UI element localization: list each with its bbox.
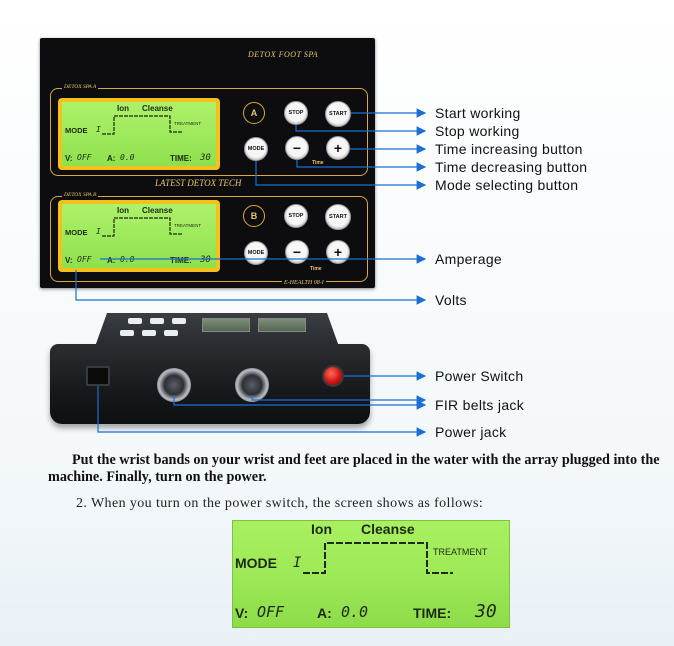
panel-title: DETOX FOOT SPA <box>248 50 319 59</box>
lcd-a-time-value: 30 <box>200 153 211 163</box>
channel-b-button[interactable]: B <box>243 205 265 227</box>
time-label-b: Time <box>310 266 322 272</box>
lcd-a-waveform <box>102 115 182 135</box>
lcd-a-v-value: OFF <box>77 153 92 162</box>
callout-amperage: Amperage <box>435 251 502 267</box>
time-minus-button-b[interactable]: − <box>285 240 309 264</box>
big-lcd-mode-value: I <box>293 555 302 571</box>
lcd-a-treatment: TREATMENT <box>174 121 202 126</box>
lcd-a-a-label: A: <box>107 154 116 163</box>
callout-mode-selecting: Mode selecting button <box>435 177 579 193</box>
big-lcd-a-label: A: <box>317 605 332 621</box>
callout-stop-working: Stop working <box>435 123 520 139</box>
device-key <box>142 330 156 336</box>
middle-label: LATEST DETOX TECH <box>155 178 242 188</box>
lcd-a-mode-value: I <box>96 125 101 134</box>
lcd-a: Ion Cleanse MODE I TREATMENT V: OFF A: 0… <box>58 98 220 170</box>
lcd-b-time-value: 30 <box>200 255 211 265</box>
time-plus-button-a[interactable]: + <box>326 136 350 160</box>
big-lcd-v-value: OFF <box>257 603 285 621</box>
lcd-b-treatment: TREATMENT <box>174 223 202 228</box>
mode-button-a[interactable]: MODE <box>244 137 268 161</box>
callout-fir-belts-jack: FIR belts jack <box>435 397 524 413</box>
power-jack[interactable] <box>86 366 110 386</box>
screen-illustration: Ion Cleanse MODE I TREATMENT V: OFF A: 0… <box>232 520 510 628</box>
callout-start-working: Start working <box>435 105 521 121</box>
time-plus-button-b[interactable]: + <box>326 240 350 264</box>
step-2-text: 2. When you turn on the power switch, th… <box>76 496 484 511</box>
section-a-frame <box>50 88 368 176</box>
lcd-a-mode-label: MODE <box>65 126 88 135</box>
section-b-label: DETOX SPA B <box>62 192 99 198</box>
time-label-a: Time <box>312 160 324 166</box>
model-label: E-HEALTH 08-I <box>282 280 326 286</box>
lcd-b-v-label: V: <box>65 256 73 265</box>
big-lcd-a-value: 0.0 <box>341 603 369 621</box>
lcd-b-cleanse: Cleanse <box>142 206 173 215</box>
big-lcd-mode-label: MODE <box>235 555 277 571</box>
lcd-a-time-label: TIME: <box>170 154 192 163</box>
callout-power-switch: Power Switch <box>435 368 524 384</box>
lcd-b-waveform <box>102 217 182 237</box>
stop-button-a[interactable]: STOP <box>284 101 308 125</box>
big-lcd-ion: Ion <box>311 521 332 537</box>
lcd-a-a-value: 0.0 <box>120 153 135 162</box>
lcd-a-ion: Ion <box>117 104 129 113</box>
lcd-b-mode-value: I <box>96 227 101 236</box>
device-key <box>172 318 186 324</box>
device-key <box>150 318 164 324</box>
start-button-a[interactable]: START <box>325 101 351 127</box>
big-lcd-time-label: TIME: <box>413 605 452 621</box>
big-lcd-treatment: TREATMENT <box>433 547 488 557</box>
device-key <box>128 318 142 324</box>
callout-time-increasing: Time increasing button <box>435 141 583 157</box>
lcd-a-v-label: V: <box>65 154 73 163</box>
lcd-b-ion: Ion <box>117 206 129 215</box>
callout-power-jack: Power jack <box>435 424 507 440</box>
big-lcd-v-label: V: <box>235 605 249 621</box>
big-lcd-cleanse: Cleanse <box>361 521 415 537</box>
lcd-b-v-value: OFF <box>77 255 92 264</box>
instruction-paragraph: Put the wrist bands on your wrist and fe… <box>48 452 660 485</box>
device-key <box>120 330 134 336</box>
device-screen <box>258 318 306 332</box>
start-button-b[interactable]: START <box>325 204 351 230</box>
callout-volts: Volts <box>435 292 467 308</box>
device-key <box>164 330 178 336</box>
section-a-label: DETOX SPA A <box>62 84 99 90</box>
power-switch[interactable] <box>322 365 344 387</box>
lcd-b-mode-label: MODE <box>65 228 88 237</box>
time-minus-button-a[interactable]: − <box>285 136 309 160</box>
big-lcd-time-value: 30 <box>475 601 497 622</box>
channel-a-button[interactable]: A <box>243 102 265 124</box>
lcd-a-cleanse: Cleanse <box>142 104 173 113</box>
lcd-b: Ion Cleanse MODE I TREATMENT V: OFF A: 0… <box>58 200 220 272</box>
device-screen <box>202 318 250 332</box>
mode-button-b[interactable]: MODE <box>244 241 268 265</box>
lcd-b-a-label: A: <box>107 256 116 265</box>
lcd-b-time-label: TIME: <box>170 256 192 265</box>
stop-button-b[interactable]: STOP <box>284 204 308 228</box>
section-b-frame <box>50 196 368 282</box>
callout-time-decreasing: Time decreasing button <box>435 159 588 175</box>
big-lcd-waveform <box>303 542 453 574</box>
